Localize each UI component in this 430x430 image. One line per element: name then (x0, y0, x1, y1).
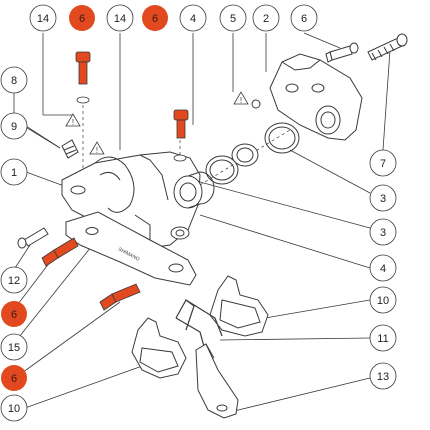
svg-text:10: 10 (377, 295, 389, 307)
callout-6-top-middle: 6 (142, 5, 168, 31)
bleed-screw-9 (61, 139, 79, 159)
callout-5: 5 (219, 4, 247, 32)
svg-text:6: 6 (11, 373, 17, 385)
svg-text:15: 15 (8, 342, 20, 354)
svg-text:14: 14 (114, 13, 126, 25)
warning-icon: ! (233, 91, 249, 105)
pad-spring (175, 299, 223, 351)
svg-text:12: 12 (8, 275, 20, 287)
bolt-6-left-low (99, 283, 141, 311)
svg-text:!: ! (96, 146, 98, 155)
svg-text:6: 6 (301, 13, 307, 25)
caliper-cap (269, 53, 363, 141)
svg-text:3: 3 (380, 227, 386, 239)
callout-11: 11 (369, 324, 397, 352)
callout-6-left-low: 6 (1, 365, 27, 391)
svg-text:4: 4 (190, 13, 196, 25)
svg-text:6: 6 (11, 309, 17, 321)
callout-14-left: 14 (29, 4, 57, 32)
callout-10-upper: 10 (369, 286, 397, 314)
seal-ring-4 (205, 155, 239, 185)
leader-lines (13, 32, 391, 413)
svg-text:6: 6 (79, 13, 85, 25)
bolt-12 (17, 227, 49, 249)
warning-icon: ! (65, 113, 81, 127)
piston-right (231, 143, 259, 167)
bolt-7 (367, 33, 408, 61)
svg-text:4: 4 (380, 263, 386, 275)
callout-1: 1 (0, 158, 28, 186)
mount-bracket: SHIMANO (65, 211, 197, 286)
callout-6-left-mid: 6 (1, 301, 27, 327)
bolt-6-upper (325, 42, 359, 63)
callout-14-middle: 14 (106, 4, 134, 32)
bolt-6-top-middle (173, 109, 189, 162)
callout-9: 9 (0, 112, 28, 140)
svg-text:10: 10 (8, 403, 20, 415)
svg-text:11: 11 (377, 333, 388, 345)
callout-6-top-left: 6 (69, 5, 95, 31)
svg-text:7: 7 (380, 158, 386, 170)
callout-2: 2 (252, 4, 280, 32)
svg-text:8: 8 (11, 75, 17, 87)
svg-text:5: 5 (230, 13, 236, 25)
o-ring-5 (251, 99, 261, 109)
svg-text:!: ! (72, 118, 74, 127)
callout-3-lower: 3 (369, 218, 397, 246)
callout-3-upper: 3 (369, 184, 397, 212)
svg-text:9: 9 (11, 121, 17, 133)
bolt-6-left-mid (41, 237, 79, 267)
svg-text:!: ! (240, 96, 242, 105)
svg-text:14: 14 (37, 13, 49, 25)
svg-text:13: 13 (377, 371, 389, 383)
pad-pin-13 (195, 343, 239, 419)
piston-left (173, 171, 215, 209)
warning-icons: ! ! ! (65, 91, 249, 155)
brake-pad-lower (131, 317, 187, 379)
callout-4-right: 4 (369, 254, 397, 282)
callout-15: 15 (0, 333, 28, 361)
callout-8: 8 (0, 66, 28, 94)
callout-4-top: 4 (179, 4, 207, 32)
callout-13: 13 (369, 362, 397, 390)
callout-7: 7 (369, 149, 397, 177)
callout-12: 12 (0, 266, 28, 294)
svg-text:1: 1 (11, 167, 17, 179)
svg-text:2: 2 (263, 13, 269, 25)
callout-10-lower: 10 (0, 394, 28, 422)
seal-ring-3 (264, 122, 300, 154)
warning-icon: ! (89, 141, 105, 155)
callout-6-top-right: 6 (290, 4, 318, 32)
svg-text:6: 6 (152, 13, 158, 25)
bolt-6-top-left (75, 51, 91, 104)
svg-text:3: 3 (380, 193, 386, 205)
callouts: 14 6 14 6 4 5 2 6 (0, 4, 397, 422)
